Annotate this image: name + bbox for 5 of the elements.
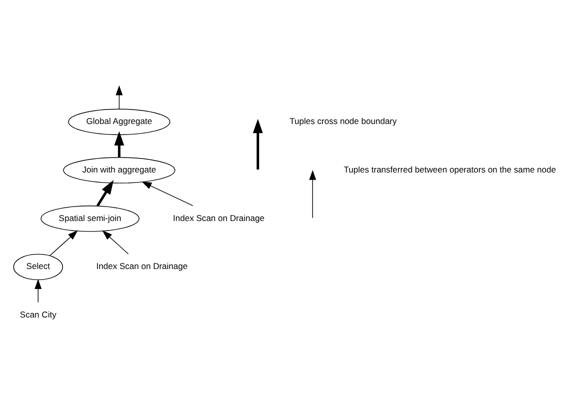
legend-label: Tuples cross node boundary: [290, 116, 397, 126]
legend-label: Tuples transferred between operators on the same node: [344, 164, 556, 174]
node-text: Index Scan on Drainage: [96, 260, 188, 271]
node-text: Scan City: [20, 309, 56, 320]
node-text: Index Scan on Drainage: [173, 212, 264, 222]
